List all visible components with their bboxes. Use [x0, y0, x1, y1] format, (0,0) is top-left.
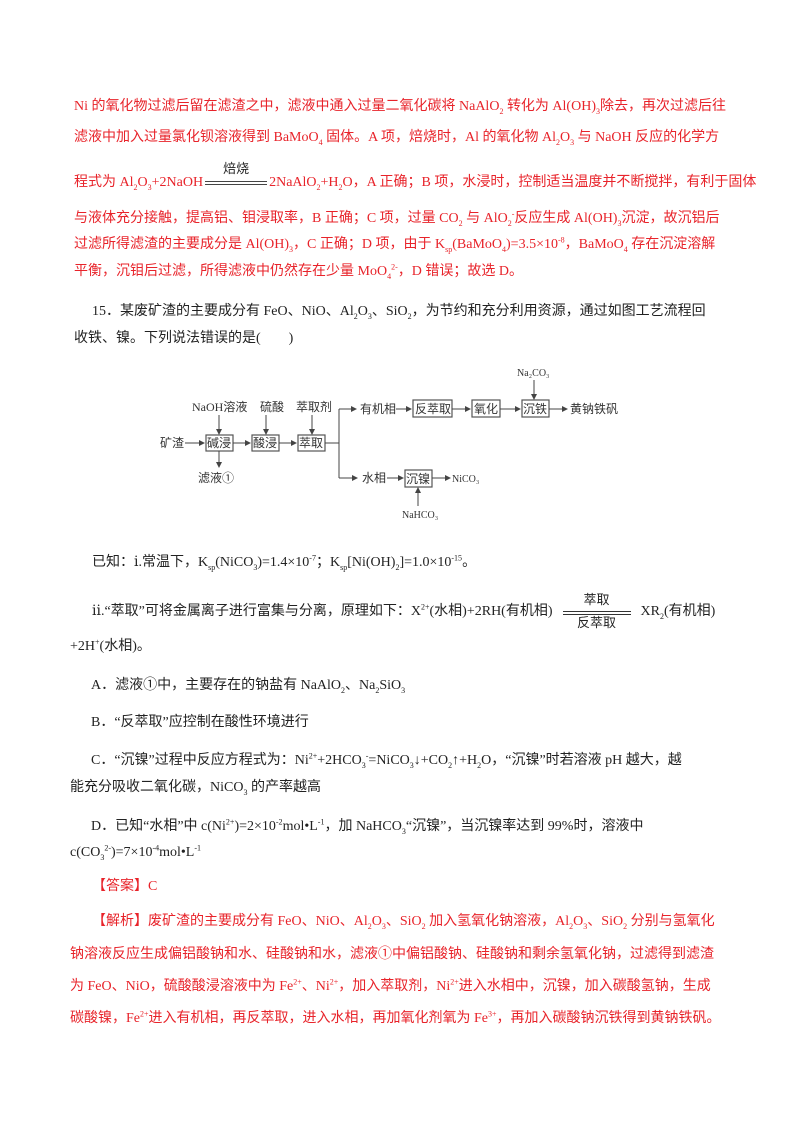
equilibrium-right: XR2(有机相) — [640, 604, 716, 621]
label-nico3: NiCO₃ — [452, 474, 479, 485]
known-i: 已知：ⅰ.常温下，Ksp(NiCO3)=1.4×10-7；Ksp[Ni(OH)2… — [92, 553, 477, 572]
label-nahco3: NaHCO₃ — [402, 510, 438, 521]
box-iron-precip-label: 沉铁 — [523, 402, 547, 416]
option-c: C．“沉镍”过程中反应方程式为：Ni2++2HCO3-=NiCO3↓+CO2↑+… — [91, 751, 682, 770]
explanation-equation-line: 程式为 Al2O3+2NaOH 焙烧 2NaAlO2+H2O，A 正确；B 项，水浸… — [74, 161, 757, 193]
analysis-line: 碳酸镍，Fe2+进入有机相，再反萃取，进入水相，再加氧化剂氧为 Fe3+，再加入… — [70, 1009, 721, 1026]
analysis-line: 为 FeO、NiO，硫酸酸浸溶液中为 Fe2+、Ni2+，加入萃取剂，Ni2+进… — [70, 977, 711, 994]
analysis-line: 【解析】废矿渣的主要成分有 FeO、NiO、Al2O3、SiO2 加入氢氧化钠溶… — [92, 914, 715, 931]
box-extract-label: 萃取 — [299, 436, 323, 450]
option-d-cont: c(CO32-)=7×10-4mol•L-1 — [70, 843, 202, 862]
box-oxidize-label: 氧化 — [474, 402, 498, 416]
box-back-extract-label: 反萃取 — [415, 402, 451, 416]
explanation-line: 与液体充分接触，提高铝、钼浸取率，B 正确；C 项，过量 CO2 与 AlO2-… — [74, 209, 720, 228]
option-a: A．滤液①中，主要存在的钠盐有 NaAlO2、Na2SiO3 — [91, 678, 406, 695]
equation-condition: 焙烧 — [223, 161, 250, 176]
forward-label: 萃取 — [583, 592, 610, 607]
explanation-line: Ni 的氧化物过滤后留在滤渣之中，滤液中通入过量二氧化碳将 NaAlO2 转化为… — [74, 99, 726, 116]
label-product: 黄钠铁矾 — [570, 401, 618, 416]
label-organic-phase: 有机相 — [360, 402, 396, 416]
box-nickel-precip-label: 沉镍 — [406, 472, 430, 486]
label-sulfuric-acid: 硫酸 — [260, 399, 284, 414]
explanation-line: 平衡，沉钼后过滤，所得滤液中仍然存在少量 MoO42-，D 错误；故选 D。 — [74, 262, 523, 281]
known-ii: ⅱ.“萃取”可将金属离子进行富集与分离，原理如下：X2+(水相)+2RH(有机相… — [92, 592, 716, 630]
answer: 【答案】C — [92, 879, 158, 894]
box-acid-leach-label: 酸浸 — [253, 435, 277, 450]
question-stem: 15．某废矿渣的主要成分有 FeO、NiO、Al2O3、SiO2，为节约和充分利… — [92, 304, 706, 321]
option-d: D．已知“水相”中 c(Ni2+)=2×10-2mol•L-1，加 NaHCO3… — [91, 817, 644, 836]
node-ore-slag: 矿渣 — [160, 436, 184, 450]
label-na2co3: Na₂CO₃ — [517, 368, 550, 379]
label-naoh: NaOH溶液 — [192, 399, 247, 414]
label-aqueous-phase: 水相 — [362, 471, 386, 485]
equation-left: 程式为 Al2O3+2NaOH — [74, 175, 204, 193]
label-filtrate: 滤液① — [198, 470, 234, 485]
question-stem: 收铁、镍。下列说法错误的是( ) — [74, 331, 294, 346]
equation-arrow: 焙烧 — [205, 161, 268, 192]
explanation-line: 过滤所得滤渣的主要成分是 Al(OH)3，C 正确；D 项，由于 Ksp(BaM… — [74, 235, 716, 254]
explanation-line: 滤液中加入过量氯化钡溶液得到 BaMoO4 固体。A 项，焙烧时，Al 的氧化物… — [74, 130, 720, 147]
known-ii-cont: +2H+(水相)。 — [70, 637, 151, 654]
equation-right: 2NaAlO2+H2O，A 正确；B 项，水浸时，控制适当温度并不断搅拌，有利于… — [269, 175, 757, 193]
reverse-label: 反萃取 — [577, 615, 617, 630]
box-alkali-leach-label: 碱浸 — [207, 436, 231, 450]
option-b: B．“反萃取”应控制在酸性环境进行 — [91, 715, 309, 730]
equilibrium-left: ⅱ.“萃取”可将金属离子进行富集与分离，原理如下：X2+(水相)+2RH(有机相… — [92, 602, 553, 619]
label-extractant: 萃取剂 — [296, 399, 332, 414]
analysis-line: 钠溶液反应生成偏铝酸钠和水、硅酸钠和水，滤液①中偏铝酸钠、硅酸钠和剩余氢氧化钠，… — [70, 947, 714, 962]
equilibrium-arrow: 萃取反萃取 — [562, 592, 631, 630]
option-c-cont: 能充分吸收二氧化碳，NiCO3 的产率越高 — [70, 780, 321, 797]
